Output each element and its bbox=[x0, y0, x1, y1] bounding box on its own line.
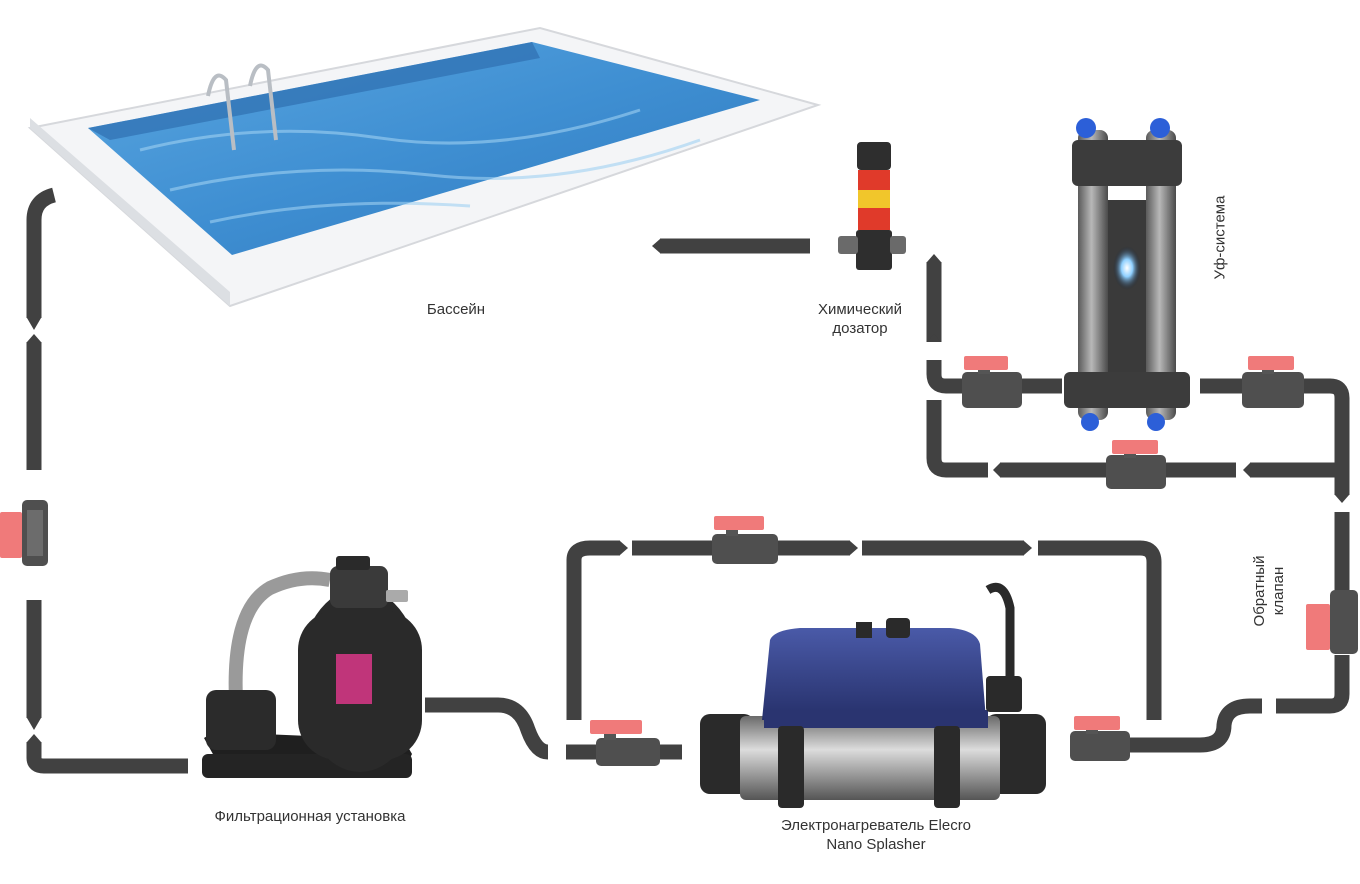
pipe-uv-bypass bbox=[926, 400, 988, 478]
flow-arrow bbox=[927, 334, 941, 342]
pool-deck-side bbox=[30, 118, 230, 306]
pipe-to-check-valve bbox=[1276, 655, 1350, 714]
pool-ladder bbox=[206, 63, 278, 151]
check-valve-label-line1: Обратный bbox=[1251, 555, 1268, 627]
pool-water bbox=[88, 42, 760, 255]
flow-arrow bbox=[850, 541, 858, 555]
flow-arrow bbox=[927, 254, 941, 262]
heater-label-line1: Электронагреватель Elecro bbox=[780, 817, 972, 834]
pipe-bypass bbox=[1038, 540, 1162, 720]
pipe-left-return bbox=[26, 187, 57, 318]
flow-arrow bbox=[1024, 541, 1032, 555]
pipe-bypass bbox=[566, 540, 620, 720]
chemical-dosing-label-line1: Химический bbox=[817, 301, 903, 318]
flow-arrow bbox=[652, 239, 660, 253]
pool-label: Бассейн bbox=[426, 301, 486, 318]
flow-arrow bbox=[1335, 495, 1349, 503]
check-valve-label-line2: клапан bbox=[1270, 566, 1287, 616]
chemical-dosing-image bbox=[838, 142, 906, 270]
heater-label: Электронагреватель Elecro Nano Splasher bbox=[740, 816, 1012, 854]
ball-valve bbox=[712, 516, 778, 564]
flow-arrow bbox=[1243, 463, 1250, 477]
valves bbox=[0, 356, 1358, 766]
ball-valve bbox=[1070, 716, 1130, 761]
water-ripples bbox=[139, 108, 701, 224]
ball-valve bbox=[1242, 356, 1304, 408]
check-valve bbox=[1306, 590, 1358, 654]
filtration-unit-image bbox=[202, 556, 422, 778]
filtration-unit-label: Фильтрационная установка bbox=[214, 808, 406, 825]
pipe-filter-outlet bbox=[425, 697, 549, 760]
flow-arrow bbox=[27, 318, 41, 330]
ball-valve bbox=[0, 500, 48, 566]
ball-valve bbox=[1106, 440, 1166, 489]
pipe-uv-left bbox=[926, 360, 965, 394]
filter-hose bbox=[228, 571, 332, 701]
pipe-right-riser bbox=[1300, 378, 1350, 495]
chemical-dosing-label-line2: дозатор bbox=[832, 320, 888, 337]
flow-arrow bbox=[27, 718, 41, 730]
flow-arrows bbox=[27, 239, 1349, 742]
ball-valve bbox=[962, 356, 1022, 408]
uv-system-image bbox=[1064, 118, 1190, 431]
flow-arrow bbox=[993, 463, 1000, 477]
flow-arrow bbox=[620, 541, 628, 555]
heater-label-line2: Nano Splasher bbox=[826, 836, 926, 853]
pipe-heater-outlet bbox=[1128, 698, 1262, 753]
heater-image bbox=[700, 582, 1046, 808]
flow-arrow bbox=[27, 334, 41, 342]
ball-valve bbox=[590, 720, 660, 766]
check-valve-label: Обратный клапан bbox=[1250, 546, 1288, 636]
pipe-filter-inlet bbox=[26, 742, 188, 774]
flow-arrow bbox=[27, 734, 41, 742]
uv-system-label: Уф-система bbox=[1211, 195, 1229, 280]
pipe-network bbox=[26, 187, 1350, 774]
pool-image bbox=[27, 26, 822, 308]
chemical-dosing-label: Химический дозатор bbox=[790, 300, 930, 338]
pool-wall bbox=[88, 42, 540, 140]
